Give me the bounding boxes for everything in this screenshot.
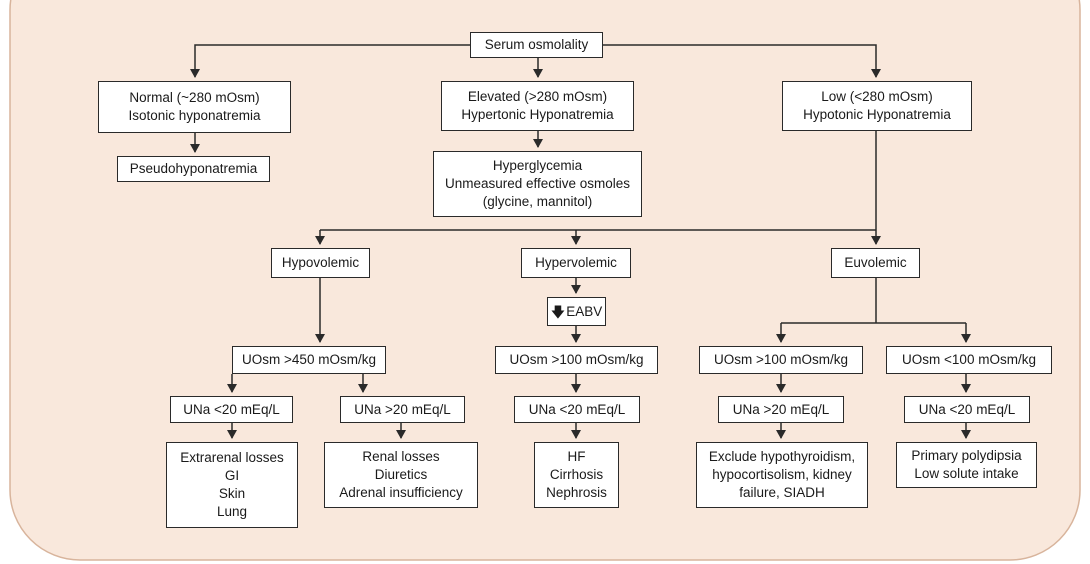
node-serum-osmolality: Serum osmolality bbox=[470, 32, 603, 58]
connector-serum-normal bbox=[190, 44, 470, 78]
node-exclude: Exclude hypothyroidism, hypocortisolism,… bbox=[696, 442, 868, 508]
node-renal-losses: Renal losses Diuretics Adrenal insuffici… bbox=[324, 442, 478, 508]
node-una-gt20-euvolemic: UNa >20 mEq/L bbox=[718, 396, 844, 423]
node-hypovolemic: Hypovolemic bbox=[271, 248, 370, 278]
node-uosm-lt100-euvolemic: UOsm <100 mOsm/kg bbox=[886, 346, 1052, 374]
node-uosm-450: UOsm >450 mOsm/kg bbox=[232, 346, 386, 374]
node-low: Low (<280 mOsm) Hypotonic Hyponatremia bbox=[782, 81, 972, 131]
node-normal: Normal (~280 mOsm) Isotonic hyponatremia bbox=[98, 81, 291, 133]
node-primary-polydipsia: Primary polydipsia Low solute intake bbox=[896, 442, 1037, 488]
node-elevated: Elevated (>280 mOsm) Hypertonic Hyponatr… bbox=[441, 81, 634, 131]
down-arrow-icon: 🡇 bbox=[550, 303, 566, 320]
node-hypervolemic: Hypervolemic bbox=[521, 248, 631, 278]
node-euvolemic: Euvolemic bbox=[831, 248, 920, 278]
node-una-lt20-euvolemic: UNa <20 mEq/L bbox=[904, 396, 1030, 423]
connector-serum-low bbox=[603, 44, 881, 78]
node-una-lt20-hypervolemic: UNa <20 mEq/L bbox=[514, 396, 640, 423]
node-uosm-100-hypervolemic: UOsm >100 mOsm/kg bbox=[495, 346, 658, 374]
node-pseudohyponatremia: Pseudohyponatremia bbox=[117, 156, 270, 182]
node-eabv: 🡇 EABV bbox=[547, 297, 606, 326]
node-uosm-gt100-euvolemic: UOsm >100 mOsm/kg bbox=[699, 346, 863, 374]
node-extrarenal-losses: Extrarenal losses GI Skin Lung bbox=[166, 442, 298, 528]
node-una-lt20-hypovolemic: UNa <20 mEq/L bbox=[170, 396, 293, 423]
node-una-gt20-hypovolemic: UNa >20 mEq/L bbox=[340, 396, 465, 423]
node-hf: HF Cirrhosis Nephrosis bbox=[534, 442, 619, 508]
node-hyperglycemia: Hyperglycemia Unmeasured effective osmol… bbox=[433, 151, 642, 217]
